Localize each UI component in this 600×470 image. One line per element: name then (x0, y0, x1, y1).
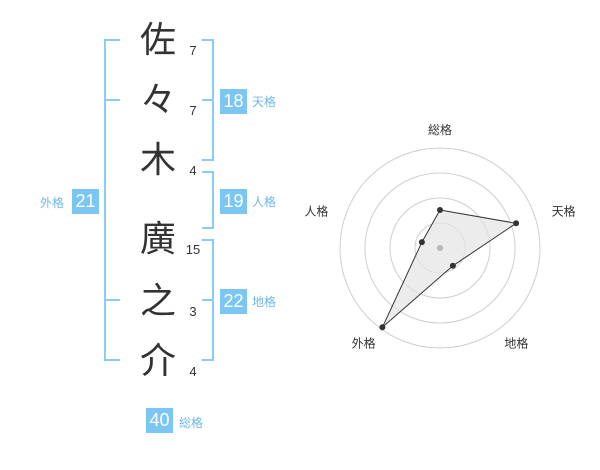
name-character: 々 (139, 80, 176, 121)
gaikaku-value-badge: 21 (72, 189, 99, 214)
radar-axis-label: 地格 (504, 336, 528, 351)
stroke-count: 7 (189, 103, 197, 118)
stroke-count: 4 (189, 364, 197, 379)
stroke-count: 7 (189, 43, 197, 58)
radar-axis-label: 天格 (552, 204, 576, 219)
radar-point-5 (418, 239, 425, 246)
radar-ring (339, 147, 541, 349)
radar-point-4 (379, 324, 386, 331)
name-character: 廣 (139, 219, 176, 260)
tenkaku-value-badge: 18 (220, 89, 247, 114)
radar-point-1 (437, 207, 443, 213)
tenkaku-bracket (202, 39, 214, 161)
radar-point-2 (513, 220, 520, 227)
radar-point-3 (449, 262, 456, 269)
chikaku-bracket (202, 239, 214, 361)
gaikaku-bracket (104, 39, 120, 361)
stroke-count: 4 (189, 163, 197, 178)
radar-center-dot (437, 245, 443, 251)
chikaku-label: 地格 (252, 295, 277, 309)
gaikaku-label: 外格 (40, 196, 65, 210)
radar-ring (389, 197, 491, 299)
radar-ring (364, 172, 516, 324)
radar-axis-label: 総格 (428, 122, 452, 137)
name-character: 介 (139, 341, 176, 382)
name-character: 木 (139, 140, 176, 181)
soukaku-value-badge: 40 (146, 408, 173, 433)
name-character: 佐 (139, 20, 176, 61)
stroke-count: 3 (189, 304, 197, 319)
soukaku-label: 総格 (179, 416, 204, 430)
radar-axis-label: 外格 (352, 336, 376, 351)
stroke-count: 15 (185, 242, 201, 257)
jinkaku-value-badge: 19 (220, 189, 247, 214)
tenkaku-label: 天格 (252, 95, 277, 109)
radar-axis-label: 人格 (304, 204, 328, 219)
chikaku-value-badge: 22 (220, 289, 247, 314)
name-character: 之 (139, 281, 176, 322)
radar-data-area (381, 209, 518, 328)
jinkaku-bracket (202, 171, 214, 229)
jinkaku-label: 人格 (252, 195, 277, 209)
